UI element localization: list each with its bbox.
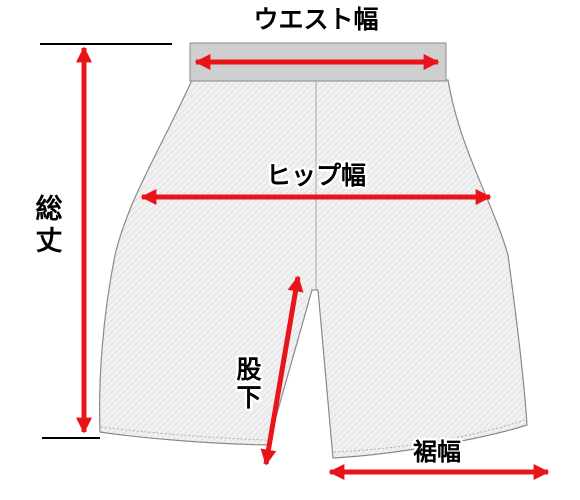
shorts-body [98,79,528,459]
inseam-arrow [260,275,304,466]
hip-width-label: ヒップ幅 [266,161,366,190]
waist-width-label: ウエスト幅 [253,5,378,34]
left-hem-stitch [100,426,267,441]
inseam-label-top: 股 [236,355,261,384]
shorts-garment [98,42,528,459]
inseam-label-bottom: 下 [236,383,261,412]
measurement-arrows [75,46,550,481]
right-hem-stitch [333,419,526,453]
total-length-label-top: 総 [36,193,63,225]
hem-width-label: 裾幅 [413,438,461,466]
total-length-label-bottom: 丈 [36,226,63,257]
